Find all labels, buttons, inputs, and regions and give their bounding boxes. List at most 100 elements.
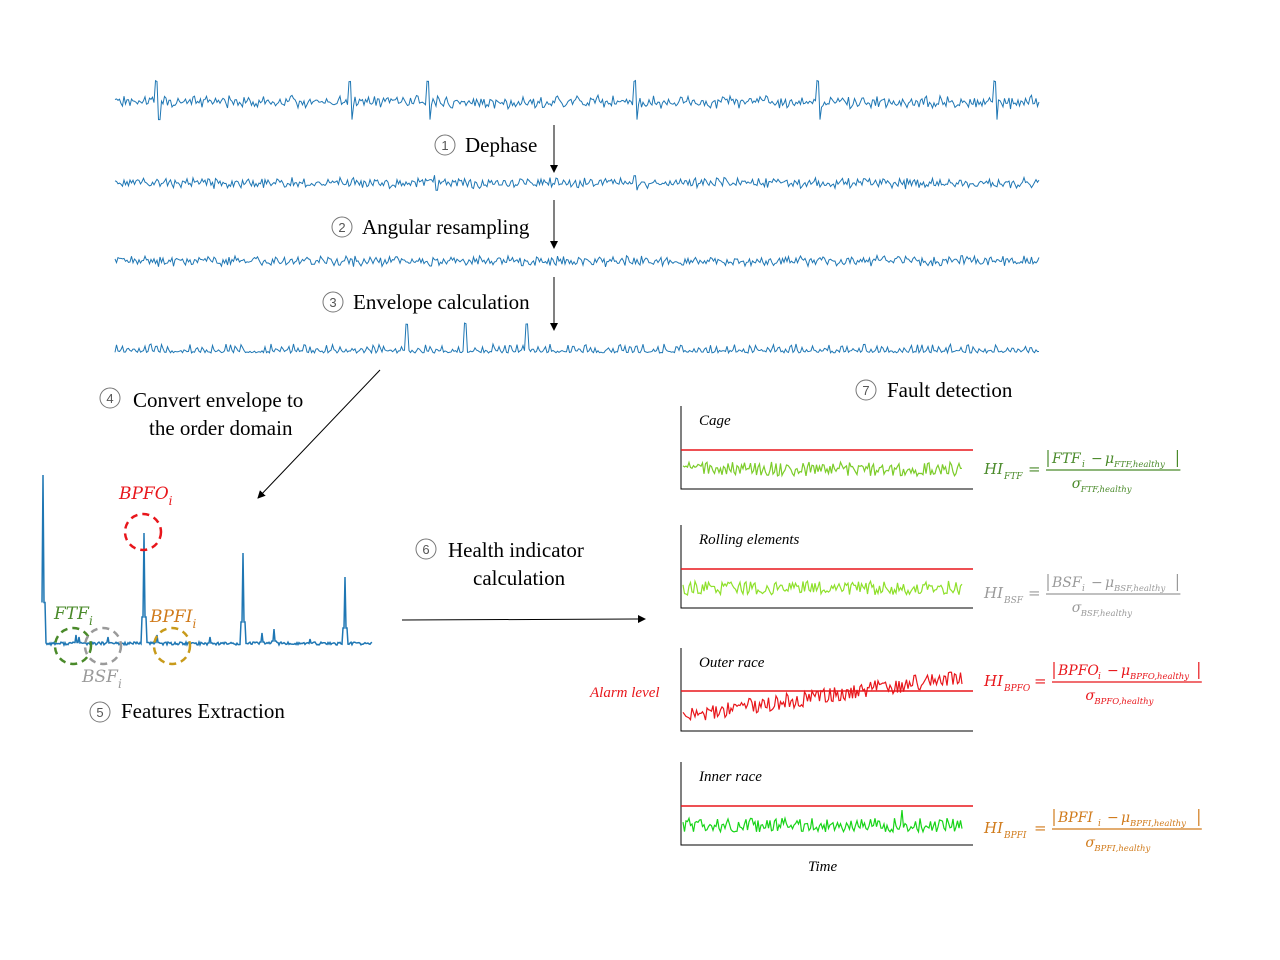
signal-resampled [114,253,1040,269]
step-7-text: Fault detection [887,378,1013,402]
formula-hi-symbol: HI [983,672,1004,690]
formula-feature-index: i [1082,584,1085,594]
bpfi-highlight-circle [152,626,192,666]
step-5-label: 5 Features Extraction [89,699,285,723]
feature-bsf: BSFi [81,626,123,691]
formula-mu-symbol: μ [1105,451,1114,467]
formula-hi-subscript: BSF [1003,596,1024,606]
panel-axes [680,762,973,846]
bpfo-label: BPFOi [118,484,173,508]
formula-feature-index: i [1098,819,1101,829]
step-4-text-line1: Convert envelope to [133,388,303,412]
formula-mu-symbol: μ [1121,663,1130,679]
formula-minus: − [1107,663,1119,679]
formula-equals: = [1034,819,1047,837]
step-5-number: 5 [96,705,103,720]
formula-minus: − [1091,575,1103,591]
formula-sigma-subscript: FTF,healthy [1080,485,1132,495]
arrow-step-4 [257,369,381,499]
panel-outer-race: Outer race [680,648,973,732]
formula-sigma-subscript: BSF,healthy [1080,609,1133,619]
health-indicator-trace [682,809,963,834]
formula-sigma-subscript: BPFO,healthy [1093,697,1153,707]
step-1-label: 1 Dephase [434,133,537,157]
step-3-label: 3 Envelope calculation [322,290,530,314]
bsf-highlight-circle [83,626,123,666]
formula-mu-symbol: μ [1105,575,1114,591]
formula-feature-symbol: BSF [1051,575,1083,591]
formula-feature-index: i [1098,672,1101,682]
formula-feature-index: i [1082,460,1085,470]
step-6-label: 6 Health indicator calculation [415,538,584,590]
formula-feature-symbol: BPFO [1057,663,1099,679]
formula-sigma-symbol: σ [1085,688,1095,704]
step-4-text-line2: the order domain [149,416,293,440]
formula-mu-subscript: BPFO,healthy [1129,672,1189,682]
step-3-number: 3 [329,295,336,310]
formula-feature-symbol: BPFI [1057,810,1093,826]
arrow-step-6 [401,615,646,624]
step-5-text: Features Extraction [121,699,285,723]
formula-mu-subscript: BSF,healthy [1113,584,1166,594]
step-1-text: Dephase [465,133,537,157]
signal-dephased [114,175,1040,191]
formula-equals: = [1028,584,1041,602]
formula-sigma-symbol: σ [1085,835,1095,851]
formula-hi-symbol: HI [983,460,1004,478]
bpfi-label: BPFIi [149,607,196,631]
step-7-number: 7 [862,383,869,398]
panel-title: Inner race [698,769,762,785]
formula-hi-symbol: HI [983,584,1004,602]
step-2-label: 2 Angular resampling [331,215,530,239]
step-2-number: 2 [338,220,345,235]
step-6-text-line1: Health indicator [448,538,584,562]
order-spectrum [41,474,373,647]
step-6-number: 6 [422,542,429,557]
formula-mu-symbol: μ [1121,810,1130,826]
formula-sigma-symbol: σ [1072,600,1082,616]
health-indicator-trace [682,671,963,722]
step-6-text-line2: calculation [473,566,566,590]
bpfo-highlight-circle [123,512,163,552]
step-3-text: Envelope calculation [353,290,530,314]
step-4-label: 4 Convert envelope to the order domain [99,387,303,440]
health-indicator-trace [682,579,963,597]
formula-minus: − [1107,810,1119,826]
formula-equals: = [1028,460,1041,478]
spectrum-trace [41,474,373,647]
panel-cage: Cage [680,406,973,490]
formula-mu-subscript: FTF,healthy [1113,460,1165,470]
feature-bpfi: BPFIi [149,607,196,666]
health-indicator-trace [682,460,963,478]
panel-axes [680,648,973,732]
ftf-highlight-circle [53,626,93,666]
alarm-level-label: Alarm level [589,685,660,701]
formula-hi-symbol: HI [983,819,1004,837]
ftf-label: FTFi [53,604,93,628]
panel-title: Rolling elements [698,532,800,548]
formula-mu-subscript: BPFI,healthy [1129,819,1186,829]
time-axis-label: Time [808,859,838,875]
step-7-label: 7 Fault detection [855,378,1013,402]
step-2-text: Angular resampling [362,215,530,239]
panel-axes [680,406,973,490]
formula-hi-subscript: FTF [1003,472,1023,482]
formula-hi-subscript: BPFO [1003,684,1031,694]
panel-title: Cage [699,413,731,429]
panel-rolling-elements: Rolling elements [680,525,973,609]
step-1-number: 1 [441,138,448,153]
formula-sigma-subscript: BPFI,healthy [1093,844,1150,854]
feature-ftf: FTFi [53,604,93,666]
panel-axes [680,525,973,609]
panel-title: Outer race [699,655,765,671]
step-4-number: 4 [106,391,113,406]
formula-minus: − [1091,451,1103,467]
signal-envelope [114,322,1040,355]
feature-bpfo: BPFOi [118,484,173,552]
